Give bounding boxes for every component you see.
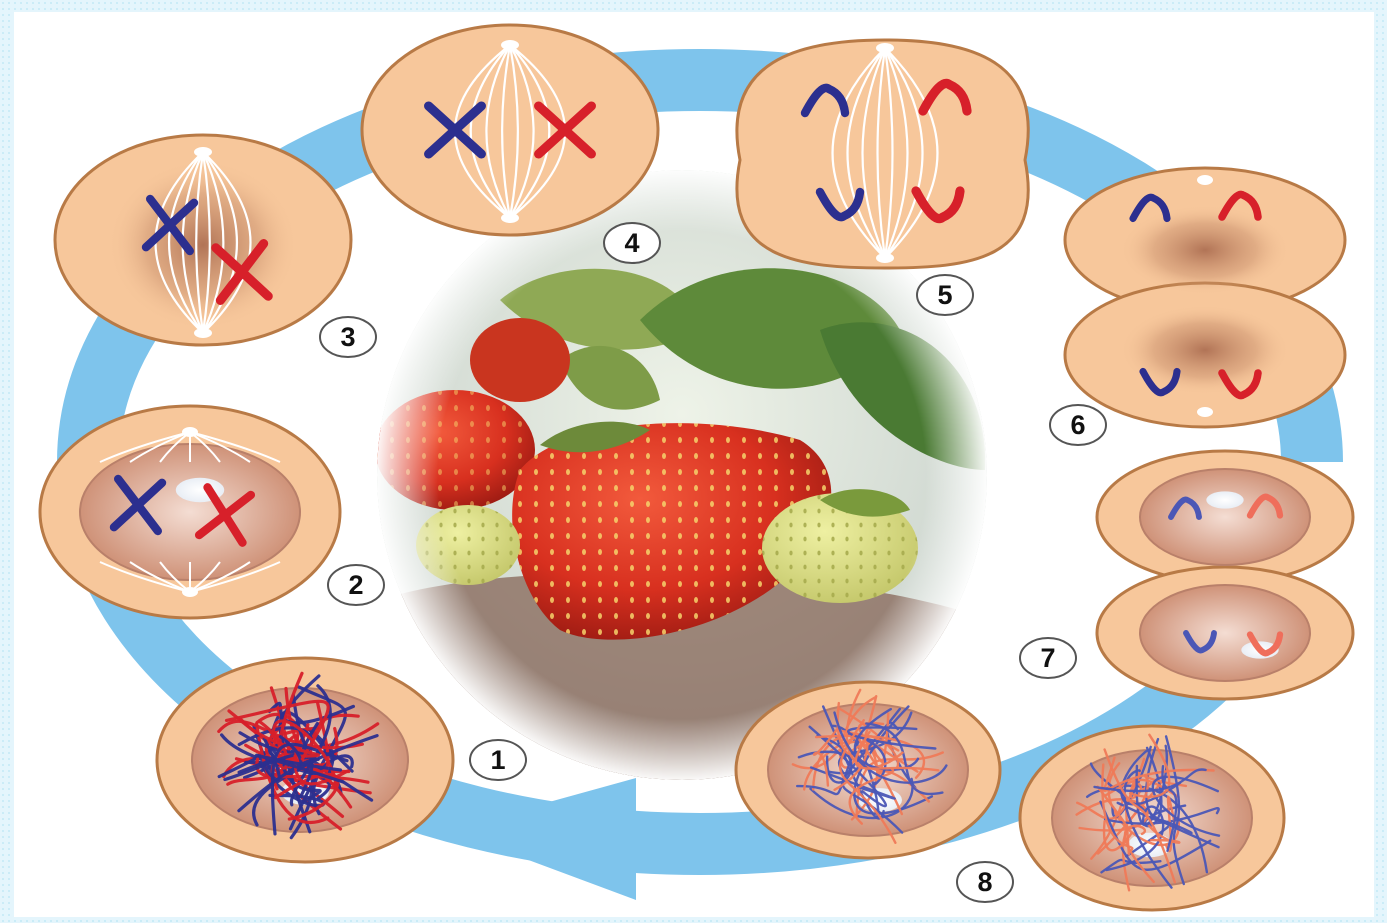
stage-label-6: 6	[1050, 405, 1106, 445]
stage-label-4: 4	[604, 223, 660, 263]
centrosome	[1197, 407, 1213, 417]
nucleolus	[1206, 491, 1243, 508]
nucleus	[1140, 469, 1310, 565]
stage-label-text: 7	[1040, 643, 1055, 673]
cell-stage-2	[40, 406, 340, 618]
stage-label-5: 5	[917, 275, 973, 315]
stage-label-8: 8	[957, 862, 1013, 902]
centrosome	[182, 427, 198, 437]
cell-stage-5	[737, 40, 1028, 268]
cell-stage-4	[362, 25, 658, 235]
centrosome	[1197, 175, 1213, 185]
stage-label-text: 6	[1070, 410, 1085, 440]
centrosome	[194, 147, 212, 157]
cell-stage-3	[55, 135, 351, 345]
stage-label-2: 2	[328, 565, 384, 605]
cell-stage-6	[1065, 168, 1345, 427]
dissolving-nucleus	[108, 160, 298, 330]
stage-label-text: 4	[624, 228, 639, 258]
nucleus	[1140, 585, 1310, 681]
centrosome	[876, 253, 894, 263]
centrosome	[194, 328, 212, 338]
centrosome	[876, 43, 894, 53]
stage-label-3: 3	[320, 317, 376, 357]
cell-stage-1	[157, 658, 453, 862]
centrosome	[182, 587, 198, 597]
stage-label-text: 2	[348, 570, 363, 600]
stage-label-text: 3	[340, 322, 355, 352]
stage-label-text: 5	[937, 280, 952, 310]
forming-nucleus	[1120, 205, 1290, 295]
stage-label-1: 1	[470, 740, 526, 780]
nucleus	[80, 444, 300, 580]
cell-stage-7	[1097, 451, 1353, 699]
stage-label-text: 1	[490, 745, 505, 775]
centrosome	[501, 40, 519, 50]
stage-label-7: 7	[1020, 638, 1076, 678]
stage-label-text: 8	[977, 867, 992, 897]
centrosome	[501, 213, 519, 223]
cell-membrane	[362, 25, 658, 235]
